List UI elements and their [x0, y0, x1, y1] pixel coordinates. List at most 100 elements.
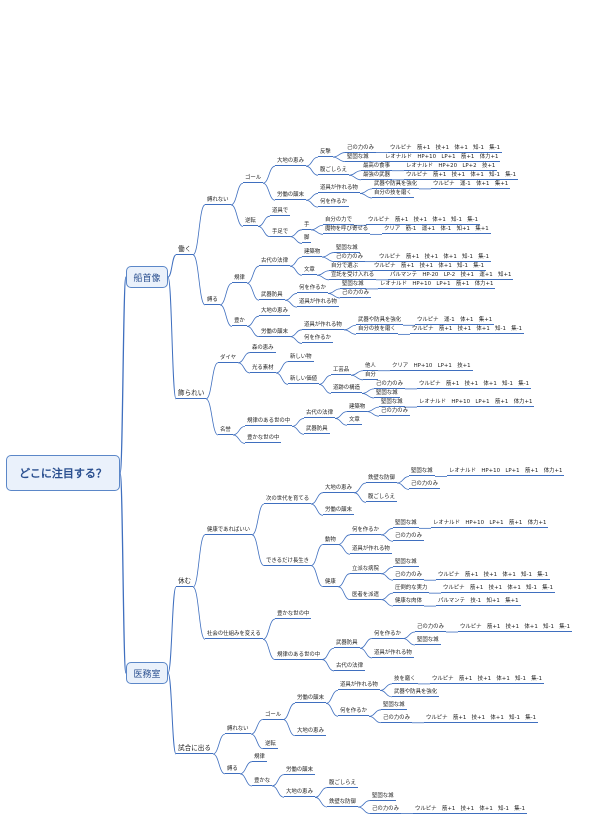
- branch-node[interactable]: 己の力のみ: [381, 714, 412, 723]
- leaf-node[interactable]: 森の恵み: [250, 344, 276, 353]
- branch-node[interactable]: 道具が作れる物: [302, 321, 344, 330]
- leaf-node[interactable]: 脚: [302, 235, 312, 244]
- leaf-node[interactable]: レオナルド HP+10 LP+1 筋+1 体力+1: [378, 280, 496, 289]
- branch-node[interactable]: 堅固な城: [393, 520, 419, 529]
- branch-node[interactable]: 宣託を受け入れる: [329, 271, 377, 280]
- branch-node[interactable]: 次の世代を育てる: [264, 496, 312, 505]
- leaf-node[interactable]: ウルピナ 筋+1 技+1 体+1 知-1 集-1: [458, 624, 573, 633]
- branch-node[interactable]: 堅固な城: [409, 468, 435, 477]
- leaf-node[interactable]: 労働の顛末: [323, 507, 354, 516]
- leaf-node[interactable]: 堅固な城: [415, 637, 441, 645]
- branch-node[interactable]: ダイヤ: [218, 354, 239, 363]
- leaf-node[interactable]: 新しい物: [288, 353, 314, 362]
- branch-node[interactable]: 己の力のみ: [393, 572, 424, 581]
- leaf-node[interactable]: ウルピナ 筋+1 技+1 体+1 知-1 集-1: [441, 585, 556, 594]
- branch-node[interactable]: 武器防具: [259, 292, 285, 301]
- branch-node[interactable]: 最強の武器: [361, 171, 392, 180]
- branch-node[interactable]: 己の力のみ: [345, 144, 376, 153]
- leaf-node[interactable]: 腹ごしらえ: [366, 494, 397, 503]
- branch-node[interactable]: 建築物: [347, 403, 368, 412]
- branch-node[interactable]: 堅固な城: [340, 280, 366, 289]
- leaf-node[interactable]: ウルピナ 筋+1 技+1 体+1 知-1 集-1: [436, 572, 551, 581]
- leaf-node[interactable]: 己の力のみ: [409, 481, 440, 490]
- leaf-node[interactable]: 逆転: [263, 740, 278, 749]
- leaf-node[interactable]: 堅固な城: [370, 792, 396, 801]
- branch-node[interactable]: 労働の顛末: [295, 695, 326, 704]
- branch-node[interactable]: 武器や防具を強化: [356, 317, 404, 326]
- leaf-node[interactable]: 何を作るか: [318, 199, 349, 208]
- leaf-node[interactable]: 古代の法律: [334, 662, 365, 671]
- leaf-node[interactable]: レオナルド HP+10 LP+1 筋+1 体力+1: [431, 520, 549, 529]
- leaf-node[interactable]: 自分の技を磨く: [372, 190, 414, 198]
- leaf-node[interactable]: 労働の顛末: [284, 766, 315, 775]
- branch-node[interactable]: 自分の力で: [323, 217, 354, 226]
- branch-node[interactable]: 縛る: [225, 765, 240, 774]
- branch-node[interactable]: 己の力のみ: [370, 805, 401, 814]
- branch-node[interactable]: 規律のある世の中: [275, 651, 323, 660]
- branch-node[interactable]: 大地の恵み: [275, 158, 306, 167]
- branch-node[interactable]: 逆転: [243, 218, 258, 227]
- branch-node[interactable]: 休む: [176, 577, 194, 588]
- branch-node[interactable]: 何を作るか: [350, 526, 381, 535]
- category-node-figurehead[interactable]: 船首像: [126, 266, 168, 288]
- leaf-node[interactable]: ウルピナ 運-1 体+1 集+1: [431, 180, 511, 189]
- leaf-node[interactable]: 堅固な城: [381, 701, 407, 710]
- leaf-node[interactable]: 何を作るか: [302, 335, 333, 344]
- branch-node[interactable]: 古代の法律: [259, 258, 290, 267]
- branch-node[interactable]: ゴール: [243, 175, 264, 184]
- branch-node[interactable]: 健康: [323, 578, 338, 587]
- leaf-node[interactable]: ウルピナ 筋+1 技+1 体+1 知-1 集-1: [377, 253, 492, 262]
- branch-node[interactable]: 道跡の構造: [331, 385, 362, 394]
- leaf-node[interactable]: クリア HP+10 LP+1 技+1: [390, 362, 473, 371]
- leaf-node[interactable]: 堅固な城: [374, 390, 400, 398]
- leaf-node[interactable]: 文章: [347, 417, 362, 426]
- leaf-node[interactable]: 道具で: [270, 208, 291, 217]
- leaf-node[interactable]: 道具が作れる物: [297, 299, 339, 308]
- branch-node[interactable]: 手: [302, 221, 312, 230]
- leaf-node[interactable]: 己の力のみ: [340, 290, 371, 298]
- leaf-node[interactable]: 武器防具: [304, 426, 330, 435]
- branch-node[interactable]: 縛れない: [225, 726, 251, 735]
- branch-node[interactable]: 働く: [176, 244, 194, 255]
- branch-node[interactable]: 己の力のみ: [415, 624, 446, 633]
- branch-node[interactable]: 鉄壁な防御: [366, 474, 397, 483]
- branch-node[interactable]: 己の力のみ: [334, 253, 365, 262]
- leaf-node[interactable]: ウルピナ 筋+1 技+1 体+1 知-1 集-1: [388, 144, 503, 153]
- branch-node[interactable]: 何を作るか: [297, 285, 328, 294]
- branch-node[interactable]: 社会の仕組みを変える: [205, 631, 263, 640]
- branch-node[interactable]: 他人: [363, 362, 378, 371]
- leaf-node[interactable]: 己の力のみ: [379, 408, 410, 417]
- leaf-node[interactable]: パルマンテ HP-20 LP-2 技+1 運+1 知+1: [388, 271, 514, 280]
- branch-node[interactable]: 労働の顛末: [275, 192, 306, 201]
- leaf-node[interactable]: レオナルド HP+20 LP+2 技+1: [404, 162, 498, 171]
- leaf-node[interactable]: ウルピナ 筋+1 技+1 体+1 知-1 集-1: [413, 805, 528, 814]
- leaf-node[interactable]: ウルピナ 運-1 体+1 集+1: [415, 317, 495, 326]
- branch-node[interactable]: 健康な肉体: [393, 598, 424, 607]
- branch-node[interactable]: 試合に出る: [176, 743, 213, 754]
- branch-node[interactable]: 圧倒的な実力: [393, 585, 430, 594]
- branch-node[interactable]: 工芸品: [331, 367, 352, 376]
- leaf-node[interactable]: 己の力のみ: [393, 533, 424, 542]
- branch-node[interactable]: 縛れない: [205, 196, 231, 205]
- branch-node[interactable]: 何を作るか: [372, 630, 403, 639]
- leaf-node[interactable]: 腹ごしらえ: [327, 779, 358, 788]
- branch-node[interactable]: 建築物: [302, 249, 323, 258]
- branch-node[interactable]: 己の力のみ: [374, 380, 405, 389]
- leaf-node[interactable]: クリア 筋-1 運+1 体-1 知+1 集+1: [382, 226, 491, 235]
- branch-node[interactable]: 腹ごしらえ: [318, 167, 349, 176]
- branch-node[interactable]: 文章: [302, 267, 317, 276]
- branch-node[interactable]: 豊かな: [252, 777, 273, 786]
- leaf-node[interactable]: ウルピナ 筋+1 技+1 体+1 知-1 集-1: [417, 380, 532, 389]
- leaf-node[interactable]: ウルピナ 筋+1 技+1 体+1 知-1 集-1: [430, 675, 545, 684]
- leaf-node[interactable]: 道具が作れる物: [350, 546, 392, 555]
- branch-node[interactable]: 光る素材: [250, 365, 276, 373]
- leaf-node[interactable]: レオナルド HP+10 LP+1 筋+1 体力+1: [417, 399, 535, 408]
- branch-node[interactable]: 手足で: [270, 228, 291, 237]
- branch-node[interactable]: 古代の法律: [304, 410, 335, 419]
- leaf-node[interactable]: ウルピナ 筋+1 技+1 体+1 知-1 集-1: [424, 714, 539, 723]
- leaf-node[interactable]: 大地の恵み: [295, 727, 326, 736]
- branch-node[interactable]: 魔物を呼び寄せる: [323, 226, 371, 235]
- leaf-node[interactable]: 道具が作れる物: [372, 649, 414, 658]
- branch-node[interactable]: 堅固な城: [345, 153, 371, 162]
- branch-node[interactable]: 最高の食事: [361, 162, 392, 171]
